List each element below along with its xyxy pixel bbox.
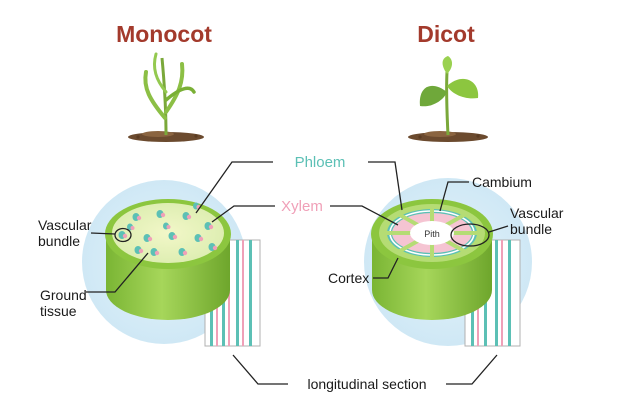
- cortex-label: Cortex: [328, 270, 369, 286]
- xylem-label: Xylem: [281, 198, 323, 215]
- monocot-vascular-bundles: [118, 202, 218, 256]
- vascular-bundle-left-label-line2: bundle: [38, 233, 80, 249]
- ground-tissue-label-line1: Ground: [40, 287, 87, 303]
- dicot-title: Dicot: [417, 21, 475, 47]
- leader-lines: [86, 161, 509, 385]
- ground-tissue-label-line2: tissue: [40, 303, 77, 319]
- dicot-bundle-highlight: [450, 223, 490, 247]
- monocot-title: Monocot: [116, 21, 212, 47]
- vascular-bundle-left-label-line1: Vascular: [38, 217, 92, 233]
- pith-label: Pith: [424, 229, 440, 239]
- monocot-stem-cylinder: [105, 199, 231, 320]
- cambium-label: Cambium: [472, 174, 532, 190]
- phloem-label: Phloem: [295, 154, 346, 171]
- monocot-bundle-highlight: [114, 227, 132, 243]
- vascular-bundle-right-label-line2: bundle: [510, 221, 552, 237]
- dicot-plant-icon: [408, 56, 488, 142]
- monocot-plant-icon: [128, 52, 204, 142]
- longitudinal-section-label: longitudinal section: [307, 376, 426, 392]
- dicot-vascular-ring: [386, 207, 478, 259]
- vascular-bundle-right-label-line1: Vascular: [510, 205, 564, 221]
- pith-area: [410, 221, 454, 245]
